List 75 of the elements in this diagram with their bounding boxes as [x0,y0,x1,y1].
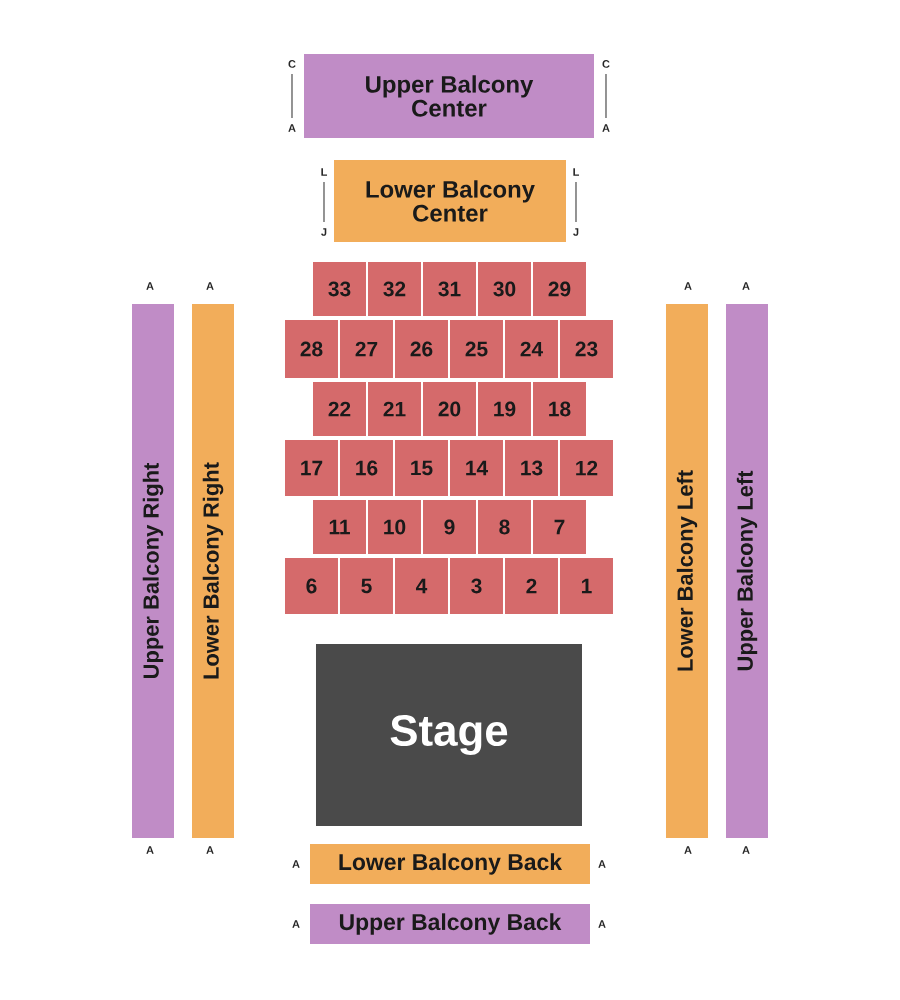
node-label: 18 [549,401,571,417]
node-label: 31 [438,281,461,297]
section-block: Upper Balcony Center [304,54,594,138]
seat-section-block: 25 [450,320,503,378]
node-label: 13 [521,460,543,476]
node-label: 14 [466,460,488,476]
seat-section-block: 6 [285,558,338,614]
node-label: 21 [383,401,406,417]
node-label: 22 [328,401,351,417]
seat-section-block: 23 [560,320,613,378]
node-label: 28 [300,341,323,357]
seat-section-block: 3 [450,558,503,614]
seat-section-block: 7 [533,500,586,554]
node-label: 4 [415,578,428,594]
seat-section-block: 26 [395,320,448,378]
section-block: Upper Balcony Right [132,304,174,838]
seat-section-block: 9 [423,500,476,554]
seat-section-block: 31 [423,262,476,316]
node-label: 23 [575,341,598,357]
seat-section-block: 18 [533,382,586,436]
node-label: 9 [444,519,455,535]
node-label: 30 [493,281,516,297]
seat-section-block: 10 [368,500,421,554]
node-label: 6 [306,578,317,594]
seat-section-block: 14 [450,440,503,496]
seat-section-block: 27 [340,320,393,378]
seat-section-block: 15 [395,440,448,496]
node-label: 12 [576,460,598,476]
seat-section-block: 28 [285,320,338,378]
node-label: 25 [465,341,488,357]
seat-section-block: 16 [340,440,393,496]
section-block: Upper Balcony Left [726,304,768,838]
seat-section-block: 11 [313,500,366,554]
seat-section-block: 5 [340,558,393,614]
seat-section-block: 33 [313,262,366,316]
section-block: Lower Balcony Right [192,304,234,838]
node-label: 16 [356,460,378,476]
seat-section-block: 13 [505,440,558,496]
node-label: 29 [548,281,571,297]
seat-section-block: 4 [395,558,448,614]
seat-section-block: 24 [505,320,558,378]
section-block: Lower Balcony Center [334,160,566,242]
seat-section-block: 21 [368,382,421,436]
node-label: 2 [526,578,537,594]
node-label: 10 [384,519,406,535]
node-label: 33 [328,281,351,297]
node-label: 3 [471,578,482,594]
node-label: 20 [438,401,461,417]
seat-section-block: 29 [533,262,586,316]
section-block: Lower Balcony Left [666,304,708,838]
node-label: 17 [301,460,323,476]
seat-section-block: 17 [285,440,338,496]
seat-section-block: 20 [423,382,476,436]
node-label: 15 [411,460,433,476]
seat-section-block: 2 [505,558,558,614]
node-label: 1 [581,578,592,594]
seat-section-block: 8 [478,500,531,554]
node-label: 5 [361,578,372,594]
seat-section-block: 19 [478,382,531,436]
seat-section-block: 32 [368,262,421,316]
seat-section-block: 12 [560,440,613,496]
stage-block: Stage [316,644,582,826]
section-block: Upper Balcony Back [310,904,590,944]
node-label: 8 [499,519,510,535]
node-label: 11 [329,519,350,535]
seat-section-block: 30 [478,262,531,316]
node-label: 24 [520,341,543,357]
node-label: 32 [383,281,406,297]
node-label: 7 [554,519,565,535]
seat-section-block: 1 [560,558,613,614]
seat-section-block: 22 [313,382,366,436]
node-label: 27 [355,341,378,357]
node-label: 19 [494,401,516,417]
node-label: 26 [410,341,433,357]
section-block: Lower Balcony Back [310,844,590,884]
